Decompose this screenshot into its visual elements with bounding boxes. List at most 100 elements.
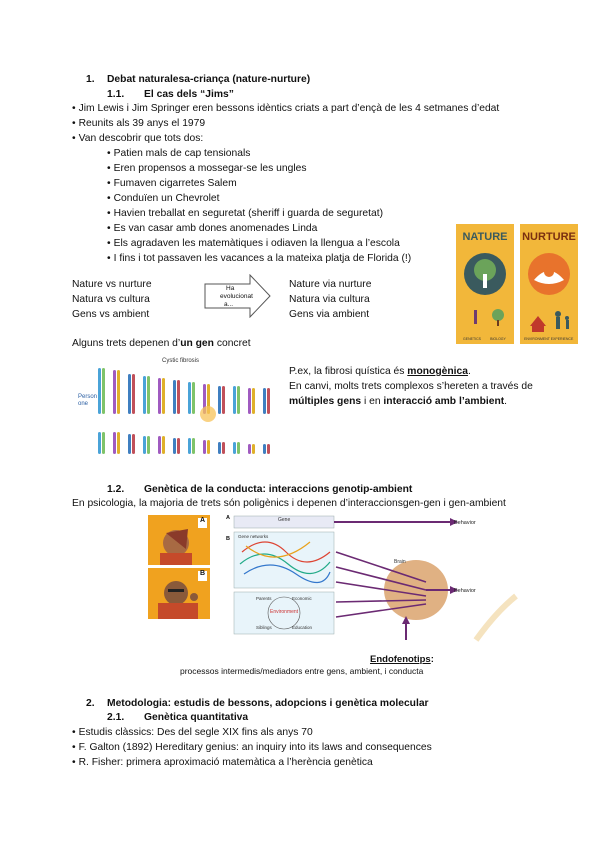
bullet-jims-2: Reunits als 39 anys el 1979	[72, 117, 206, 131]
subsection-1-2-title: Genètica de la conducta: interaccions ge…	[144, 484, 413, 495]
subsection-1-1-title: El cas dels “Jims”	[144, 89, 234, 100]
experience-label: EXPERIENCE	[551, 337, 574, 341]
bullet-jims-3: Van descobrir que tots dos:	[72, 132, 204, 146]
gene-environment-figure: A B Gene Gene networks Environment Paren…	[226, 512, 526, 642]
subsection-2-1-title: Genètica quantitativa	[144, 712, 249, 723]
chromosome	[222, 386, 225, 414]
environment-label: Environment	[270, 609, 299, 615]
meme-label-a: A	[200, 517, 206, 524]
chromosome	[147, 376, 150, 414]
chromosome	[263, 444, 266, 454]
chromosome	[98, 432, 101, 454]
subbullet-8: I fins i tot passaven les vacances a la …	[107, 252, 412, 266]
subbullet-4: Conduïen un Chevrolet	[107, 192, 220, 206]
arrow-text-1: Ha	[226, 285, 235, 292]
nature-label: NATURE	[462, 231, 507, 243]
section-2-bullet-3: R. Fisher: primera aproximació matemàtic…	[72, 756, 373, 770]
chromosome	[267, 444, 270, 454]
nurture-label: NURTURE	[522, 231, 576, 243]
chromosome	[113, 370, 116, 414]
chromosome	[233, 442, 236, 454]
subbullet-7: Els agradaven les matemàtiques i odiaven…	[107, 237, 400, 251]
chromosome	[132, 374, 135, 414]
genetics-label: GENETICS	[463, 337, 482, 341]
panel-b-label: B	[226, 536, 230, 542]
chromosome	[222, 442, 225, 454]
fibrosis-text: P.ex, la fibrosi quística és monogènica.	[289, 366, 471, 377]
environment-label: ENVIRONMENT	[524, 337, 551, 341]
karyotype-person-label: Person one	[78, 394, 98, 407]
chromosome	[158, 436, 161, 454]
chromosome	[192, 438, 195, 454]
arrow-text-3: a...	[224, 301, 234, 308]
chromosome	[177, 380, 180, 414]
gene-networks-label: Gene networks	[238, 534, 269, 539]
karyotype-figure: Cystic fibrosis Person one	[78, 358, 282, 472]
gene-label: Gene	[278, 517, 291, 523]
right-term-1: Nature via nurture	[289, 279, 372, 290]
complex-traits-line-1: En canvi, molts trets complexos s’herete…	[289, 381, 533, 392]
panel-a-label: A	[226, 515, 230, 521]
bullet-jims-1: Jim Lewis i Jim Springer eren bessons id…	[72, 102, 500, 116]
chromosome	[128, 434, 131, 454]
chromosome	[263, 388, 266, 414]
chromosome	[143, 436, 146, 454]
subsection-1-1-number: 1.1.	[107, 89, 125, 100]
section-1-number: 1.	[86, 74, 95, 85]
chromosome	[207, 440, 210, 454]
single-gene-text: Alguns trets depenen d’un gen concret	[72, 338, 251, 349]
chromosome	[233, 386, 236, 414]
chromosome	[113, 432, 116, 454]
subsection-1-2-number: 1.2.	[107, 484, 125, 495]
subbullet-5: Havien treballat en seguretat (sheriff i…	[107, 207, 383, 221]
chromosome	[117, 432, 120, 454]
left-term-3: Gens vs ambient	[72, 309, 150, 320]
biology-label: BIOLOGY	[490, 337, 506, 341]
chromosome	[203, 440, 206, 454]
chromosome	[158, 378, 161, 414]
karyotype-title: Cystic fibrosis	[162, 358, 200, 364]
section-2-bullet-2: F. Galton (1892) Hereditary genius: an i…	[72, 741, 432, 755]
chromosome	[132, 434, 135, 454]
chromosome	[248, 444, 251, 454]
chromosome	[143, 376, 146, 414]
chromosome	[248, 388, 251, 414]
behavior-label-1: Behavior	[454, 520, 476, 526]
chromosome	[252, 388, 255, 414]
endophenotypes-title: Endofenotips:	[370, 654, 434, 665]
chromosome	[237, 442, 240, 454]
chromosome	[162, 378, 165, 414]
endophenotypes-description: processos intermedis/mediadors entre gen…	[180, 666, 424, 676]
behavior-label-2: Behavior	[454, 588, 476, 594]
arrow-text-2: evolucionat	[220, 293, 253, 300]
complex-traits-line-2: múltiples gens i en interacció amb l’amb…	[289, 396, 508, 407]
subsection-2-1-number: 2.1.	[107, 712, 125, 723]
economic-label: Economic	[292, 596, 312, 601]
subbullet-2: Eren propensos a mossegar-se les ungles	[107, 162, 307, 176]
chromosome	[173, 438, 176, 454]
section-2-number: 2.	[86, 698, 95, 709]
section-2-bullet-1: Estudis clàssics: Des del segle XIX fins…	[72, 726, 313, 740]
parents-label: Parents	[256, 596, 272, 601]
chromosome	[98, 368, 101, 414]
chromosome	[218, 386, 221, 414]
meme-image: A B	[148, 515, 210, 619]
section-1-title: Debat naturalesa-criança (nature-nurture…	[107, 74, 311, 85]
subbullet-1: Patien mals de cap tensionals	[107, 147, 251, 161]
brain-label: Brain	[394, 559, 406, 565]
chromosome	[188, 438, 191, 454]
meme-label-b: B	[200, 570, 206, 577]
chromosome	[237, 386, 240, 414]
right-term-3: Gens via ambient	[289, 309, 370, 320]
mutation-highlight	[200, 406, 216, 422]
chromosome	[218, 442, 221, 454]
education-label: Education	[292, 625, 313, 630]
chromosome	[173, 380, 176, 414]
right-term-2: Natura via cultura	[289, 294, 370, 305]
subbullet-6: Es van casar amb dones anomenades Linda	[107, 222, 318, 236]
chromosome	[267, 388, 270, 414]
chromosome	[177, 438, 180, 454]
left-term-2: Natura vs cultura	[72, 294, 150, 305]
chromosome	[147, 436, 150, 454]
subbullet-3: Fumaven cigarretes Salem	[107, 177, 237, 191]
